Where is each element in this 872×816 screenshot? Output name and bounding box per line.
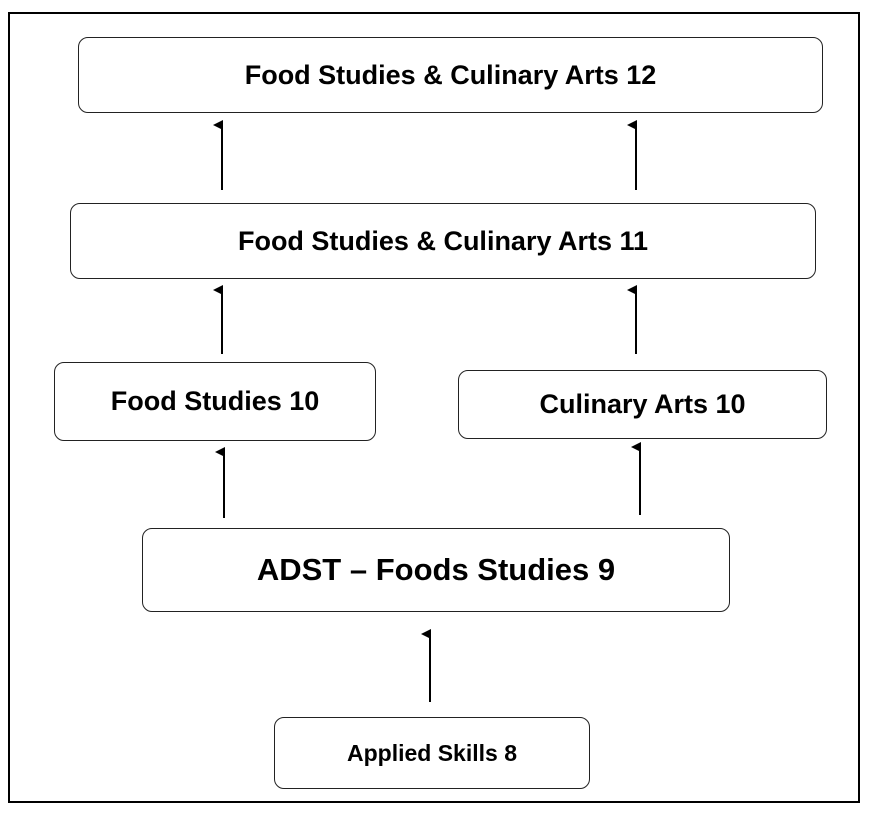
node-culinary-arts-10: Culinary Arts 10: [458, 370, 827, 439]
node-food-studies-10: Food Studies 10: [54, 362, 376, 441]
node-food-studies-culinary-arts-12: Food Studies & Culinary Arts 12: [78, 37, 823, 113]
node-adst-foods-studies-9: ADST – Foods Studies 9: [142, 528, 730, 612]
node-food-studies-culinary-arts-11: Food Studies & Culinary Arts 11: [70, 203, 816, 279]
diagram-frame: [8, 12, 860, 803]
node-applied-skills-8: Applied Skills 8: [274, 717, 590, 789]
